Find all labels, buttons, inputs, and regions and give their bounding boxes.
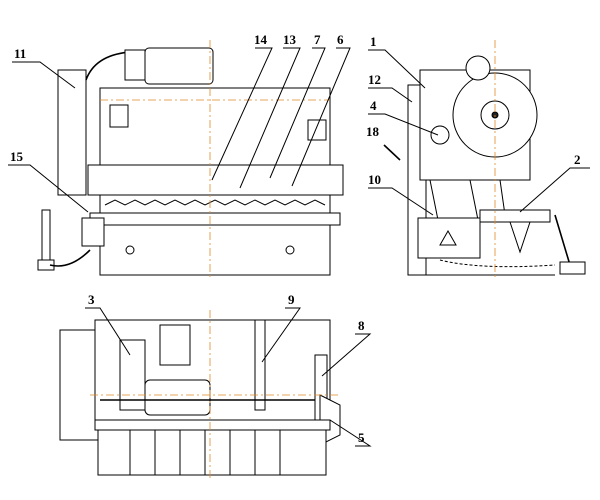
front-view [37,40,344,280]
label-12: 12 [368,72,381,87]
label-14: 14 [254,32,268,47]
motor-top [144,379,211,416]
electric-cabinet [57,69,87,196]
motor [144,47,214,85]
foot-pedal-box [81,217,105,247]
cabinet-top [59,329,101,441]
leader-lines [8,47,590,447]
label-3: 3 [88,292,95,307]
label-6: 6 [337,32,344,47]
label-18: 18 [366,124,380,139]
label-8: 8 [358,318,365,333]
beam [87,164,344,196]
top-view [59,310,341,480]
label-4: 4 [370,98,377,113]
side-view [383,40,586,280]
label-5: 5 [358,430,365,445]
label-7: 7 [314,32,321,47]
label-1: 1 [370,34,377,49]
label-15: 15 [10,149,24,164]
label-9: 9 [288,292,295,307]
label-13: 13 [283,32,297,47]
label-10: 10 [368,172,381,187]
label-11: 11 [14,46,26,61]
label-2: 2 [574,152,581,167]
blade-holder [99,194,331,214]
